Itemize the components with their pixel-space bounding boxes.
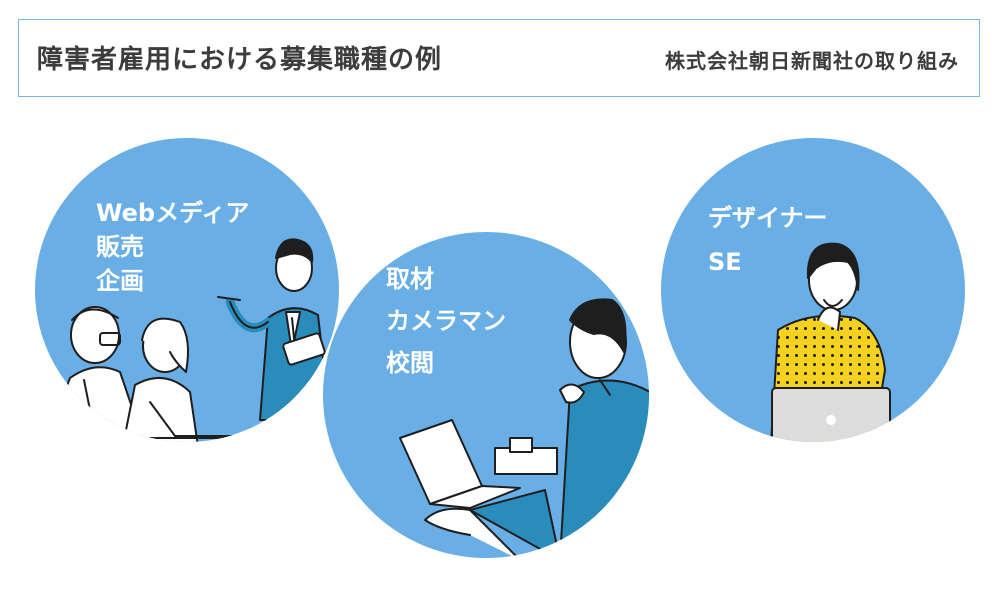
laptop-rear-figure	[771, 387, 891, 442]
group-label-design: デザイナー SE	[708, 196, 828, 284]
header-box: 障害者雇用における募集職種の例 株式会社朝日新聞社の取り組み	[18, 19, 980, 97]
role-label: SE	[708, 248, 742, 276]
circle-designer	[661, 138, 965, 442]
role-label: 校閲	[386, 349, 434, 377]
seated-woman-figure	[119, 317, 236, 442]
group-label-web-media: Webメディア 販売 企画	[96, 196, 249, 298]
group-label-reporting: 取材 カメラマン 校閲	[386, 258, 506, 384]
page-title: 障害者雇用における募集職種の例	[37, 45, 443, 75]
role-label: Webメディア	[96, 199, 250, 227]
organization-subtitle: 株式会社朝日新聞社の取り組み	[665, 49, 959, 73]
role-label: カメラマン	[386, 307, 506, 335]
circle-reporting	[323, 232, 649, 558]
circle-web-media	[35, 138, 339, 442]
role-label: 販売	[96, 233, 144, 261]
journalist-figure	[424, 298, 649, 558]
role-label: 企画	[96, 267, 144, 295]
role-label: デザイナー	[708, 204, 828, 232]
role-label: 取材	[386, 265, 434, 293]
laptop-figure	[399, 419, 521, 509]
